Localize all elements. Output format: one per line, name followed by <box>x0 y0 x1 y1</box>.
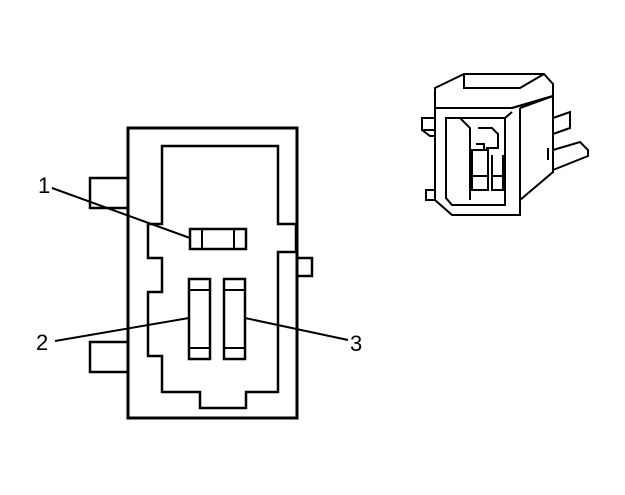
leader-line-1 <box>51 187 191 239</box>
callout-label-3: 3 <box>350 331 363 356</box>
leader-line-2 <box>54 317 190 342</box>
terminal-2 <box>187 277 212 361</box>
terminal-1 <box>188 227 248 251</box>
callout-label-1: 1 <box>38 173 51 198</box>
connector-face-view <box>51 126 349 420</box>
terminal-3 <box>222 277 247 361</box>
callout-label-2: 2 <box>36 330 49 355</box>
connector-isometric-view <box>421 73 589 216</box>
left-latch-lower <box>88 340 128 374</box>
housing-outline <box>126 126 299 420</box>
leader-line-3 <box>244 317 349 341</box>
right-step <box>297 256 314 278</box>
inner-cavity <box>146 144 298 410</box>
